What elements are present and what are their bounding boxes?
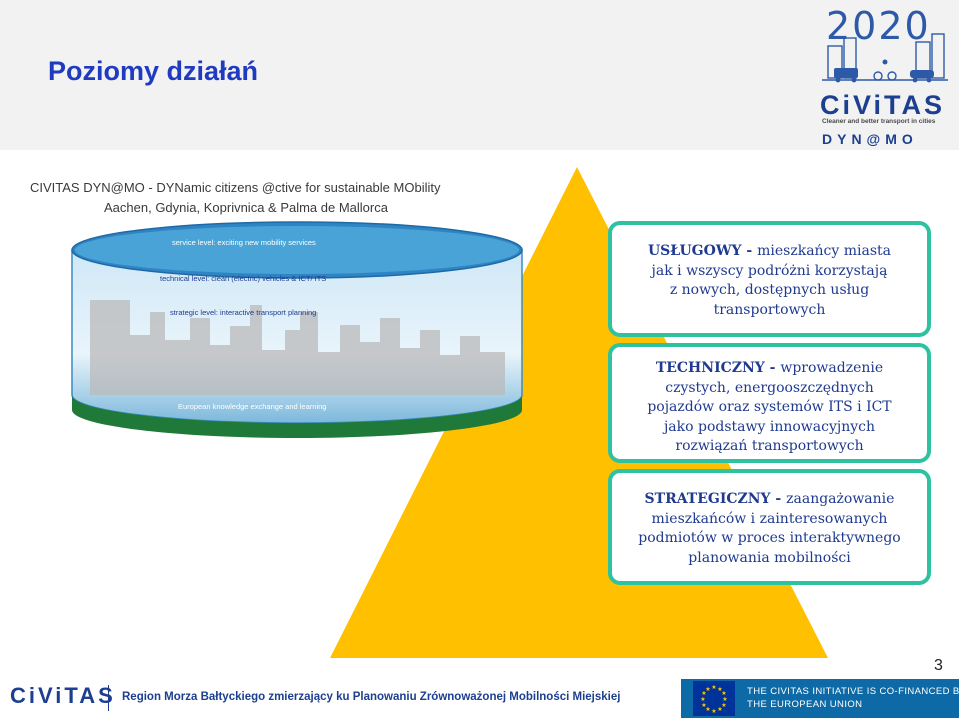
- footer-bar: CiViTAS Region Morza Bałtyckiego zmierza…: [0, 679, 959, 718]
- level-text-strategic-2: mieszkańców i zainteresowanych: [651, 510, 888, 527]
- eu-cofinance-text: THE CIVITAS INITIATIVE IS CO-FINANCED BY…: [747, 685, 959, 711]
- svg-text:★: ★: [705, 686, 710, 693]
- civitas-dynamo-logo: 2020 CiViTAS Cleaner and better transpor…: [818, 4, 953, 147]
- logo-tagline: Cleaner and better transport in cities: [822, 118, 936, 125]
- svg-text:★: ★: [717, 686, 722, 693]
- level-heading-service: USŁUGOWY -: [647, 243, 758, 259]
- city-skyline-icon: [822, 33, 948, 83]
- figure-caption-line1: CIVITAS DYN@MO - DYNamic citizens @ctive…: [30, 180, 441, 195]
- svg-text:★: ★: [721, 690, 726, 697]
- svg-text:★: ★: [705, 706, 710, 713]
- svg-text:★: ★: [711, 708, 716, 715]
- figure-caption: CIVITAS DYN@MO - DYNamic citizens @ctive…: [30, 178, 440, 218]
- slide-title: Poziomy działań: [48, 56, 259, 86]
- footer-civitas-logo: CiViTAS: [10, 683, 116, 708]
- eu-flag-icon: ★★★ ★★★ ★★★ ★★★: [693, 681, 735, 716]
- logo-name: CiViTAS: [820, 90, 946, 120]
- svg-text:★: ★: [701, 702, 706, 709]
- level-text-technical-2: czystych, energooszczędnych: [665, 379, 874, 396]
- footer-region-text: Region Morza Bałtyckiego zmierzający ku …: [122, 691, 621, 703]
- logo-year: 2020: [826, 4, 931, 48]
- svg-text:★: ★: [721, 702, 726, 709]
- eu-text-line1: THE CIVITAS INITIATIVE IS CO-FINANCED BY: [747, 686, 959, 697]
- level-text-technical-4: jako podstawy innowacyjnych: [663, 418, 876, 435]
- level-text-technical-3: pojazdów oraz systemów ITS i ICT: [647, 399, 892, 415]
- disc-level-european: European knowledge exchange and learning: [178, 402, 326, 411]
- level-text-technical-1: wprowadzenie: [780, 360, 884, 376]
- level-text-service-4: transportowych: [713, 301, 826, 318]
- level-text-service-3: z nowych, dostępnych usług: [669, 282, 870, 298]
- page-number: 3: [934, 657, 943, 674]
- header-band: [0, 0, 959, 150]
- svg-text:★: ★: [717, 706, 722, 713]
- svg-text:★: ★: [722, 696, 727, 703]
- logo-project: DYN@MO: [822, 131, 918, 147]
- level-heading-strategic: STRATEGICZNY -: [644, 491, 787, 507]
- level-box-service: USŁUGOWY - mieszkańcy miasta jak i wszys…: [608, 221, 931, 337]
- eu-text-line2: THE EUROPEAN UNION: [747, 699, 863, 710]
- level-text-service-2: jak i wszyscy podróżni korzystają: [651, 262, 888, 279]
- level-box-technical: TECHNICZNY - wprowadzenie czystych, ener…: [608, 343, 931, 463]
- level-text-strategic-4: planowania mobilności: [688, 549, 851, 566]
- disc-level-technical: technical level: clean (electric) vehicl…: [160, 274, 326, 283]
- level-text-strategic-1: zaangażowanie: [786, 491, 895, 507]
- svg-text:★: ★: [700, 696, 705, 703]
- level-text-strategic-3: podmiotów w proces interaktywnego: [638, 530, 901, 546]
- level-text-technical-5: rozwiązań transportowych: [675, 438, 864, 454]
- eu-cofinance-banner: ★★★ ★★★ ★★★ ★★★ THE CIVITAS INITIATIVE I…: [681, 679, 959, 718]
- level-text-service-1: mieszkańcy miasta: [757, 243, 892, 259]
- level-box-strategic: STRATEGICZNY - zaangażowanie mieszkańców…: [608, 469, 931, 585]
- disc-level-strategic: strategic level: interactive transport p…: [170, 308, 316, 317]
- footer-divider: [108, 685, 109, 711]
- svg-text:★: ★: [711, 684, 716, 691]
- disc-level-service: service level: exciting new mobility ser…: [172, 238, 316, 247]
- svg-text:★: ★: [701, 690, 706, 697]
- level-heading-technical: TECHNICZNY -: [655, 360, 781, 376]
- figure-caption-line2: Aachen, Gdynia, Koprivnica & Palma de Ma…: [104, 200, 388, 215]
